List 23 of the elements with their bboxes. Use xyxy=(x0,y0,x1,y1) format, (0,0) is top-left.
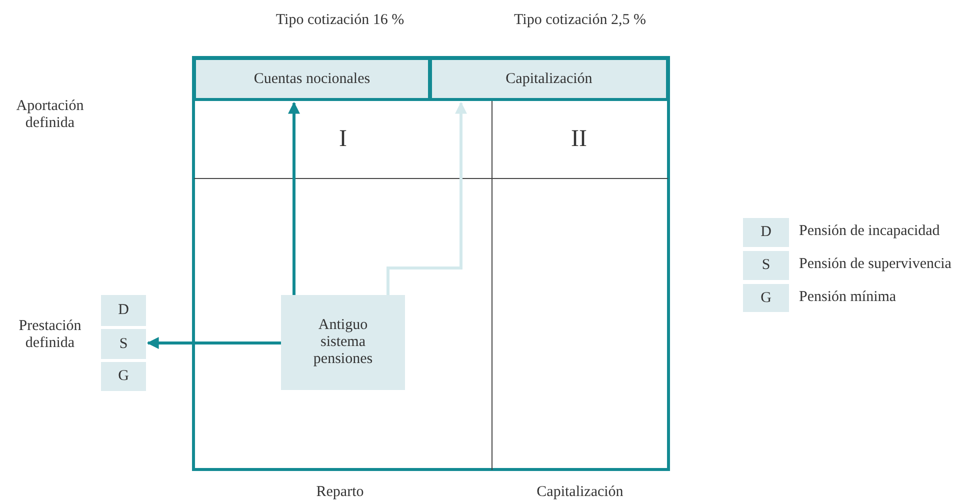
letter-box: G xyxy=(743,284,789,312)
legend-text: Pensión de supervivencia xyxy=(799,256,952,273)
letter-box: S xyxy=(101,329,146,359)
arrow xyxy=(386,102,467,295)
column-rate-label: Tipo cotización 16 % xyxy=(274,12,406,29)
quadrant-numeral: II xyxy=(570,126,588,153)
row-label: Prestación definida xyxy=(18,318,82,352)
legend-text: Pensión mínima xyxy=(799,289,896,306)
letter-box: D xyxy=(101,295,146,326)
arrow xyxy=(146,337,281,349)
column-rate-label: Tipo cotización 2,5 % xyxy=(513,12,647,29)
system-box: Antiguo sistema pensiones xyxy=(281,295,405,390)
legend-text: Pensión de incapacidad xyxy=(799,223,940,240)
letter-box: G xyxy=(101,362,146,391)
column-header: Capitalización xyxy=(429,57,669,101)
letter-box: S xyxy=(743,251,789,280)
quadrant-numeral: I xyxy=(338,126,348,153)
axis-label: Reparto xyxy=(315,484,365,501)
row-label: Aportación definida xyxy=(15,98,85,132)
letter-box: D xyxy=(743,218,789,247)
arrow xyxy=(288,102,300,295)
column-header: Cuentas nocionales xyxy=(193,57,431,101)
axis-label: Capitalización xyxy=(536,484,624,501)
